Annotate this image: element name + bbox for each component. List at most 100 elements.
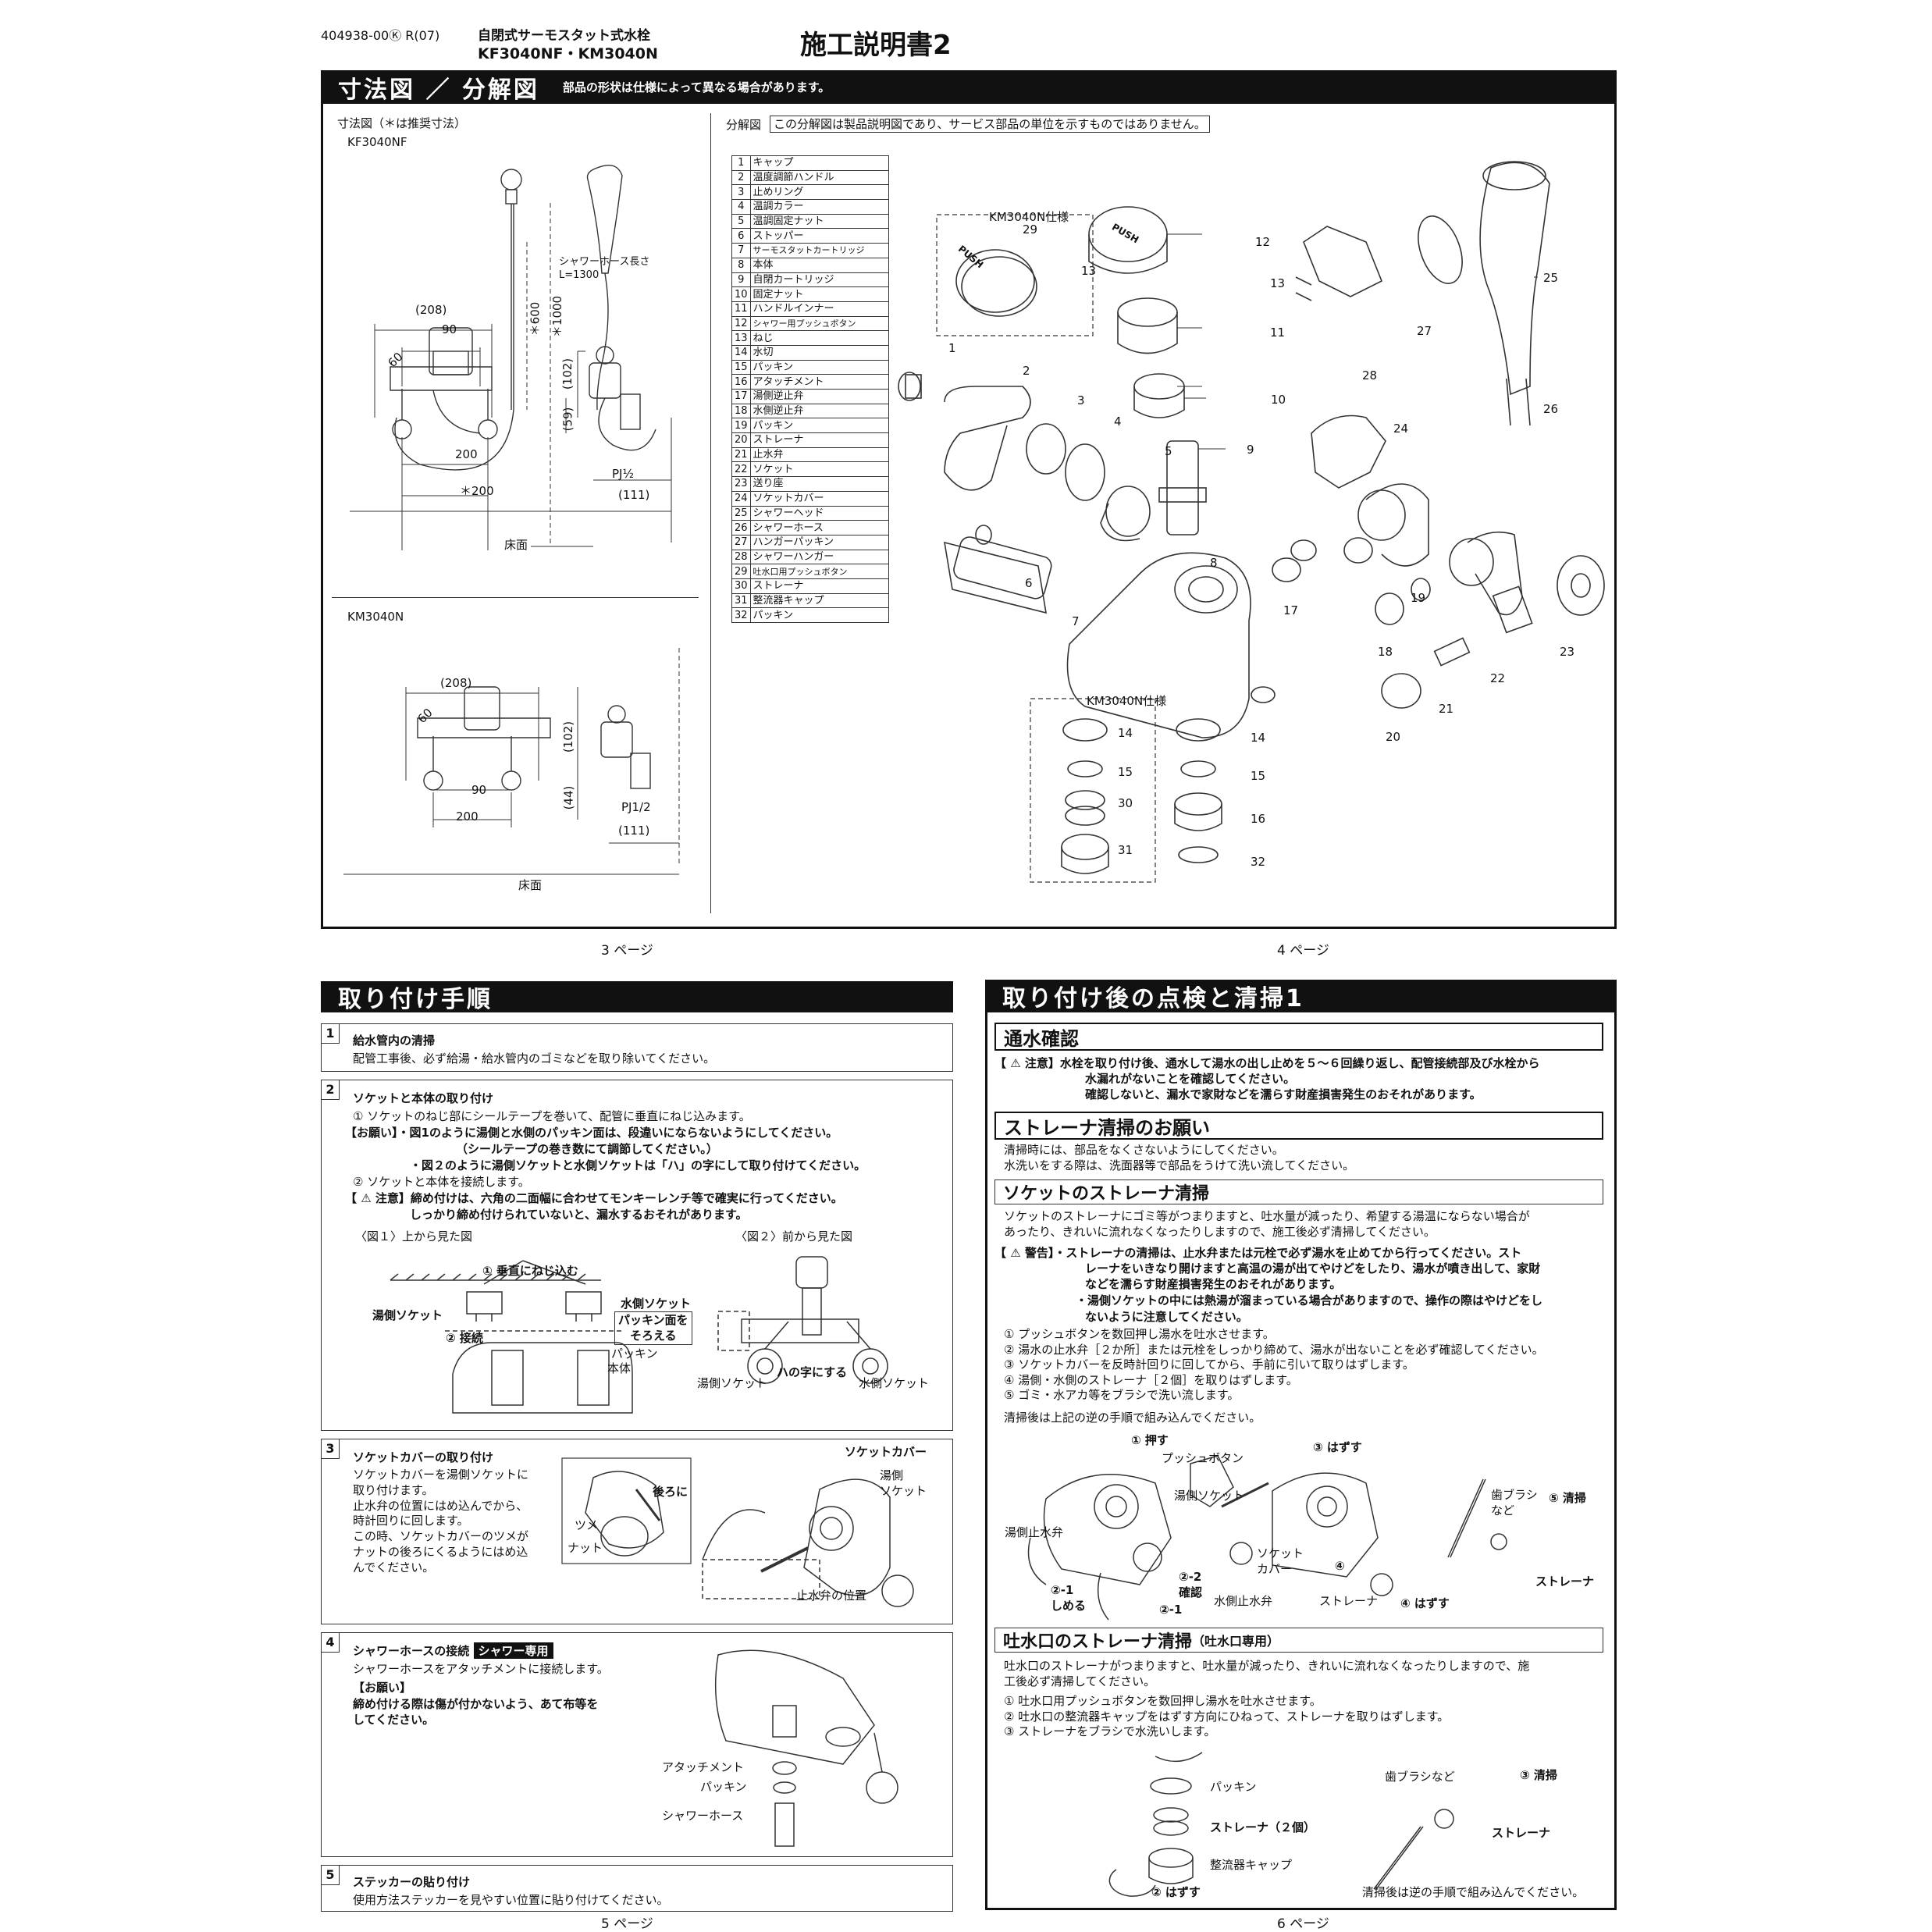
dim-102: (102) bbox=[560, 358, 575, 390]
fig-packing: パッキン bbox=[611, 1347, 658, 1361]
fig-cold-socket: 水側ソケット bbox=[621, 1297, 692, 1311]
warn-line1: 【 ⚠ 警告】・ストレーナの清掃は、止水弁または元栓で必ず湯水を止めてから行って… bbox=[994, 1246, 1522, 1260]
part-name: ストレーナ bbox=[749, 432, 889, 448]
strainer-request-title: ストレーナ清掃のお願い bbox=[994, 1112, 1603, 1140]
f-remove3: ③ はずす bbox=[1313, 1440, 1362, 1454]
part-name: ソケットカバー bbox=[749, 490, 889, 507]
part-name: パッキン bbox=[749, 418, 889, 434]
fig-valve-pos: 止水弁の位置 bbox=[796, 1589, 867, 1603]
socket-install-figures bbox=[390, 1256, 888, 1414]
dim-200-km: 200 bbox=[456, 809, 479, 824]
socket-reassemble: 清掃後は上記の逆の手順で組み込んでください。 bbox=[1004, 1411, 1261, 1425]
step-text: ソケットカバーを湯側ソケットに 取り付けます。 止水弁の位置にはめ込んでから、 … bbox=[353, 1468, 529, 1574]
step4-onegai: 【お願い】 bbox=[353, 1681, 412, 1695]
dim-90-km: 90 bbox=[471, 783, 487, 797]
part-number: 5 bbox=[731, 213, 751, 229]
warn-line2: レーナをいきなり開けますと高温の湯が出てやけどをしたり、湯水が噴き出して、家財 bbox=[1085, 1261, 1541, 1276]
part-name: 湯側逆止弁 bbox=[749, 389, 889, 404]
part-name: ストッパー bbox=[749, 228, 889, 244]
section-bar-install: 取り付け手順 bbox=[321, 981, 953, 1013]
hose-length: シャワーホース長さ L=1300 bbox=[559, 256, 650, 281]
water-line1: 【 ⚠ 注意】水栓を取り付け後、通水して湯水の出し止めを５～６回繰り返し、配管接… bbox=[994, 1056, 1540, 1070]
part-number: 25 bbox=[731, 505, 751, 521]
page-title: 施工説明書2 bbox=[800, 30, 952, 61]
step-text: シャワーホースをアタッチメントに接続します。 bbox=[353, 1662, 609, 1676]
fig-vertical-label: ① 垂直にねじ込む bbox=[482, 1264, 578, 1278]
part-number: 4 bbox=[731, 199, 751, 215]
section-note: 部品の形状は仕様によって異なる場合があります。 bbox=[562, 80, 831, 94]
dim-102-km: (102) bbox=[561, 720, 576, 753]
dim-208: (208) bbox=[415, 303, 447, 317]
part-number: 21 bbox=[731, 447, 751, 463]
part-name: 本体 bbox=[749, 257, 889, 273]
part-number: 16 bbox=[731, 374, 751, 390]
part-name: 水側逆止弁 bbox=[749, 403, 889, 419]
model-label-km: KM3040N bbox=[347, 610, 404, 624]
dim-44-km: (44) bbox=[561, 785, 576, 810]
doc-subtitle: 自閉式サーモスタット式水栓 bbox=[478, 28, 650, 44]
fig1-caption: 〈図１〉上から見た図 bbox=[355, 1229, 473, 1244]
dim-caption: 寸法図（＊は推奨寸法） bbox=[337, 116, 467, 130]
part-name: シャワーハンガー bbox=[749, 549, 889, 565]
part-name: 固定ナット bbox=[749, 286, 889, 302]
sp-cap: 整流器キャップ bbox=[1210, 1858, 1293, 1872]
part-number: 11 bbox=[731, 301, 751, 317]
km-spec-label-1: KM3040N仕様 bbox=[989, 210, 1069, 224]
dim-star200: ＊200 bbox=[460, 484, 494, 498]
part-number: 6 bbox=[731, 228, 751, 244]
step-number: 3 bbox=[322, 1439, 340, 1459]
f-remove4: ④ はずす bbox=[1400, 1596, 1450, 1610]
f-clean5: ⑤ 清掃 bbox=[1549, 1491, 1586, 1505]
shower-only-tag: シャワー専用 bbox=[473, 1642, 553, 1659]
fig-hot-socket: 湯側ソケット bbox=[372, 1308, 443, 1322]
step4-note: 締め付ける際は傷が付かないよう、あて布等を してください。 bbox=[353, 1697, 599, 1727]
part-number: 9 bbox=[731, 272, 751, 288]
part-name: 自閉カートリッジ bbox=[749, 272, 889, 288]
section-bar-inspect: 取り付け後の点検と清掃1 bbox=[985, 980, 1617, 1012]
sp-remove: ② はずす bbox=[1151, 1885, 1201, 1899]
part-number: 31 bbox=[731, 592, 751, 609]
fig-shower-hose: シャワーホース bbox=[662, 1809, 744, 1823]
sp-strainer: ストレーナ（２個） bbox=[1210, 1820, 1316, 1834]
spout-title-sub: （吐水口専用） bbox=[1192, 1634, 1280, 1649]
step-title: ソケットカバーの取り付け bbox=[353, 1450, 494, 1464]
step-title: 給水管内の清掃 bbox=[353, 1034, 436, 1048]
fig-nut: ナット bbox=[568, 1541, 603, 1555]
step-title: ソケットと本体の取り付け bbox=[353, 1091, 494, 1105]
spout-strainer-title: 吐水口のストレーナ清掃 （吐水口専用） bbox=[994, 1628, 1603, 1653]
f-hot-socket: 湯側ソケット bbox=[1174, 1489, 1245, 1503]
part-number: 32 bbox=[731, 607, 751, 623]
dim-pj1: PJ½ bbox=[612, 467, 635, 481]
part-number: 10 bbox=[731, 286, 751, 302]
dim-111-km: (111) bbox=[618, 824, 650, 838]
part-name: シャワーヘッド bbox=[749, 505, 889, 521]
section-bar-dimensions: 寸法図 ／ 分解図 部品の形状は仕様によって異なる場合があります。 bbox=[321, 70, 1617, 104]
spout-title-text: 吐水口のストレーナ清掃 bbox=[1003, 1632, 1193, 1652]
fig2-ha: ハの字にする bbox=[777, 1365, 848, 1379]
dim-star600: ＊600 bbox=[528, 301, 543, 336]
dim-111: (111) bbox=[618, 488, 650, 502]
step2-line5: ② ソケットと本体を接続します。 bbox=[353, 1175, 530, 1189]
install-step-1: 1 給水管内の清掃 配管工事後、必ず給湯・給水管内のゴミなどを取り除いてください… bbox=[321, 1023, 953, 1072]
f-21: ②-1 bbox=[1159, 1603, 1183, 1617]
exploded-view-drawing bbox=[898, 161, 1605, 883]
exploded-label: 分解図 bbox=[726, 118, 762, 132]
fig2-hot-socket: 湯側ソケット bbox=[697, 1376, 768, 1390]
f-cold-valve: 水側止水弁 bbox=[1214, 1594, 1273, 1608]
install-step-2: 2 ソケットと本体の取り付け ① ソケットのねじ部にシールテープを巻いて、配管に… bbox=[321, 1080, 953, 1431]
doc-code: 404938-00Ⓚ R(07) bbox=[321, 28, 440, 43]
part-number: 27 bbox=[731, 534, 751, 550]
part-name: ハンドルインナー bbox=[749, 301, 889, 317]
doc-models: KF3040NF・KM3040N bbox=[478, 45, 658, 62]
